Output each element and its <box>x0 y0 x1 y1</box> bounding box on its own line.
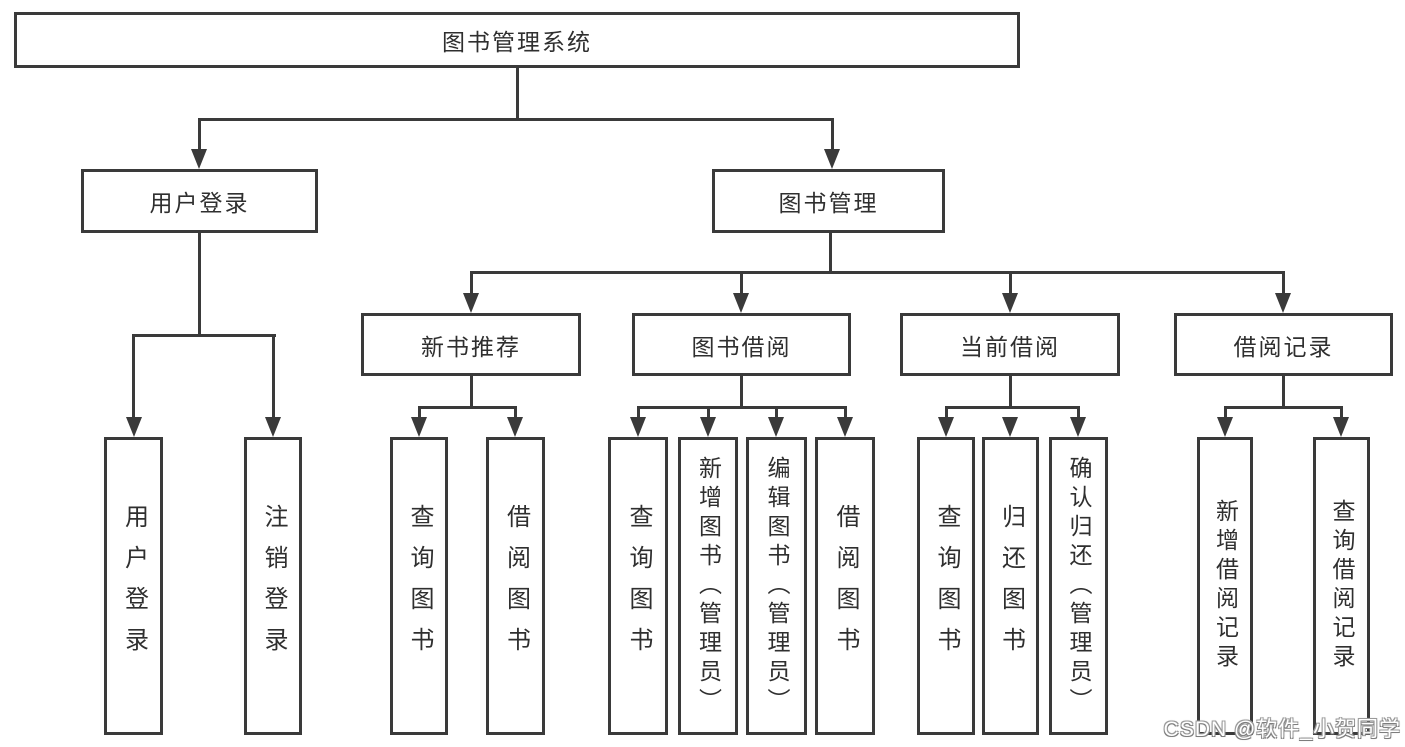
connector-vline <box>740 376 743 409</box>
arrow-down-icon <box>463 293 479 313</box>
leaf-return-books: 归还图书 <box>982 437 1039 735</box>
arrow-down-icon <box>1333 417 1349 437</box>
arrow-down-icon <box>768 417 784 437</box>
arrow-down-icon <box>733 293 749 313</box>
leaf-label: 编辑图书（管理员） <box>764 455 790 717</box>
leaf-query-books-borrowing: 查询图书 <box>608 437 668 735</box>
leaf-user-login: 用户登录 <box>104 437 163 735</box>
leaf-query-books-current: 查询图书 <box>917 437 975 735</box>
node-label: 图书借阅 <box>691 333 792 360</box>
leaf-add-books-admin: 新增图书（管理员） <box>678 437 738 735</box>
node-label: 新书推荐 <box>421 333 521 360</box>
leaf-label: 查询图书 <box>933 504 960 668</box>
connector-vline <box>740 271 743 299</box>
arrow-down-icon <box>1002 417 1018 437</box>
connector-hline <box>470 271 1285 274</box>
connector-vline <box>516 68 519 121</box>
leaf-label: 查询借阅记录 <box>1329 499 1355 673</box>
connector-vline <box>1009 271 1012 299</box>
arrow-down-icon <box>411 417 427 437</box>
leaf-edit-books-admin: 编辑图书（管理员） <box>746 437 807 735</box>
arrow-down-icon <box>265 417 281 437</box>
arrow-down-icon <box>630 417 646 437</box>
connector-vline <box>514 406 517 423</box>
connector-vline <box>1340 406 1343 423</box>
arrow-down-icon <box>1070 417 1086 437</box>
node-new-book-recommendation: 新书推荐 <box>361 313 581 376</box>
connector-hline <box>637 406 847 409</box>
leaf-query-borrow-record: 查询借阅记录 <box>1313 437 1370 735</box>
node-root-label: 图书管理系统 <box>442 29 592 55</box>
connector-vline <box>470 271 473 299</box>
leaf-borrow-books-recommend: 借阅图书 <box>486 437 545 735</box>
node-current-borrowing: 当前借阅 <box>900 313 1120 376</box>
leaf-label: 新增图书（管理员） <box>695 455 722 717</box>
arrow-down-icon <box>938 417 954 437</box>
leaf-label: 用户登录 <box>120 504 148 668</box>
arrow-down-icon <box>824 149 840 169</box>
connector-vline <box>132 334 135 424</box>
connector-vline <box>844 406 847 423</box>
connector-hline <box>945 406 1080 409</box>
connector-vline <box>829 233 832 274</box>
leaf-logout-login: 注销登录 <box>244 437 302 735</box>
arrow-down-icon <box>507 417 523 437</box>
node-book-management: 图书管理 <box>712 169 945 233</box>
connector-hline <box>418 406 517 409</box>
connector-vline <box>198 118 201 156</box>
node-book-borrowing: 图书借阅 <box>632 313 851 376</box>
connector-vline <box>418 406 421 423</box>
connector-vline <box>945 406 948 423</box>
node-label: 当前借阅 <box>960 333 1060 360</box>
leaf-label: 确认归还（管理员） <box>1066 455 1092 717</box>
leaf-confirm-return-admin: 确认归还（管理员） <box>1049 437 1108 735</box>
arrow-down-icon <box>837 417 853 437</box>
leaf-label: 注销登录 <box>260 504 287 668</box>
connector-vline <box>1009 376 1012 409</box>
node-label: 用户登录 <box>149 190 250 216</box>
connector-vline <box>831 118 834 156</box>
connector-vline <box>1282 376 1285 409</box>
connector-vline <box>1224 406 1227 423</box>
arrow-down-icon <box>1275 293 1291 313</box>
connector-vline <box>470 376 473 409</box>
arrow-down-icon <box>126 417 142 437</box>
leaf-label: 新增借阅记录 <box>1212 499 1239 673</box>
connector-vline <box>775 406 778 423</box>
connector-vline <box>198 233 201 337</box>
node-root: 图书管理系统 <box>14 12 1020 68</box>
leaf-label: 借阅图书 <box>502 504 530 668</box>
connector-vline <box>707 406 710 423</box>
leaf-add-borrow-record: 新增借阅记录 <box>1197 437 1253 735</box>
leaf-label: 归还图书 <box>997 504 1025 668</box>
arrow-down-icon <box>191 149 207 169</box>
connector-hline <box>198 118 834 121</box>
leaf-label: 查询图书 <box>406 504 433 668</box>
node-label: 借阅记录 <box>1233 333 1334 360</box>
arrow-down-icon <box>1217 417 1233 437</box>
node-borrowing-records: 借阅记录 <box>1174 313 1393 376</box>
arrow-down-icon <box>700 417 716 437</box>
csdn-watermark: CSDN @软件_小贺同学 <box>1163 718 1401 741</box>
node-user-login: 用户登录 <box>81 169 318 233</box>
arrow-down-icon <box>1002 293 1018 313</box>
leaf-label: 借阅图书 <box>832 504 859 668</box>
connector-hline <box>132 334 276 337</box>
node-label: 图书管理 <box>778 190 879 216</box>
leaf-query-books-recommend: 查询图书 <box>390 437 448 735</box>
connector-vline <box>272 334 275 424</box>
leaf-label: 查询图书 <box>625 504 652 668</box>
connector-vline <box>637 406 640 423</box>
connector-vline <box>1077 406 1080 423</box>
connector-hline <box>1224 406 1343 409</box>
leaf-borrow-books-borrowing: 借阅图书 <box>815 437 875 735</box>
connector-vline <box>1282 271 1285 299</box>
